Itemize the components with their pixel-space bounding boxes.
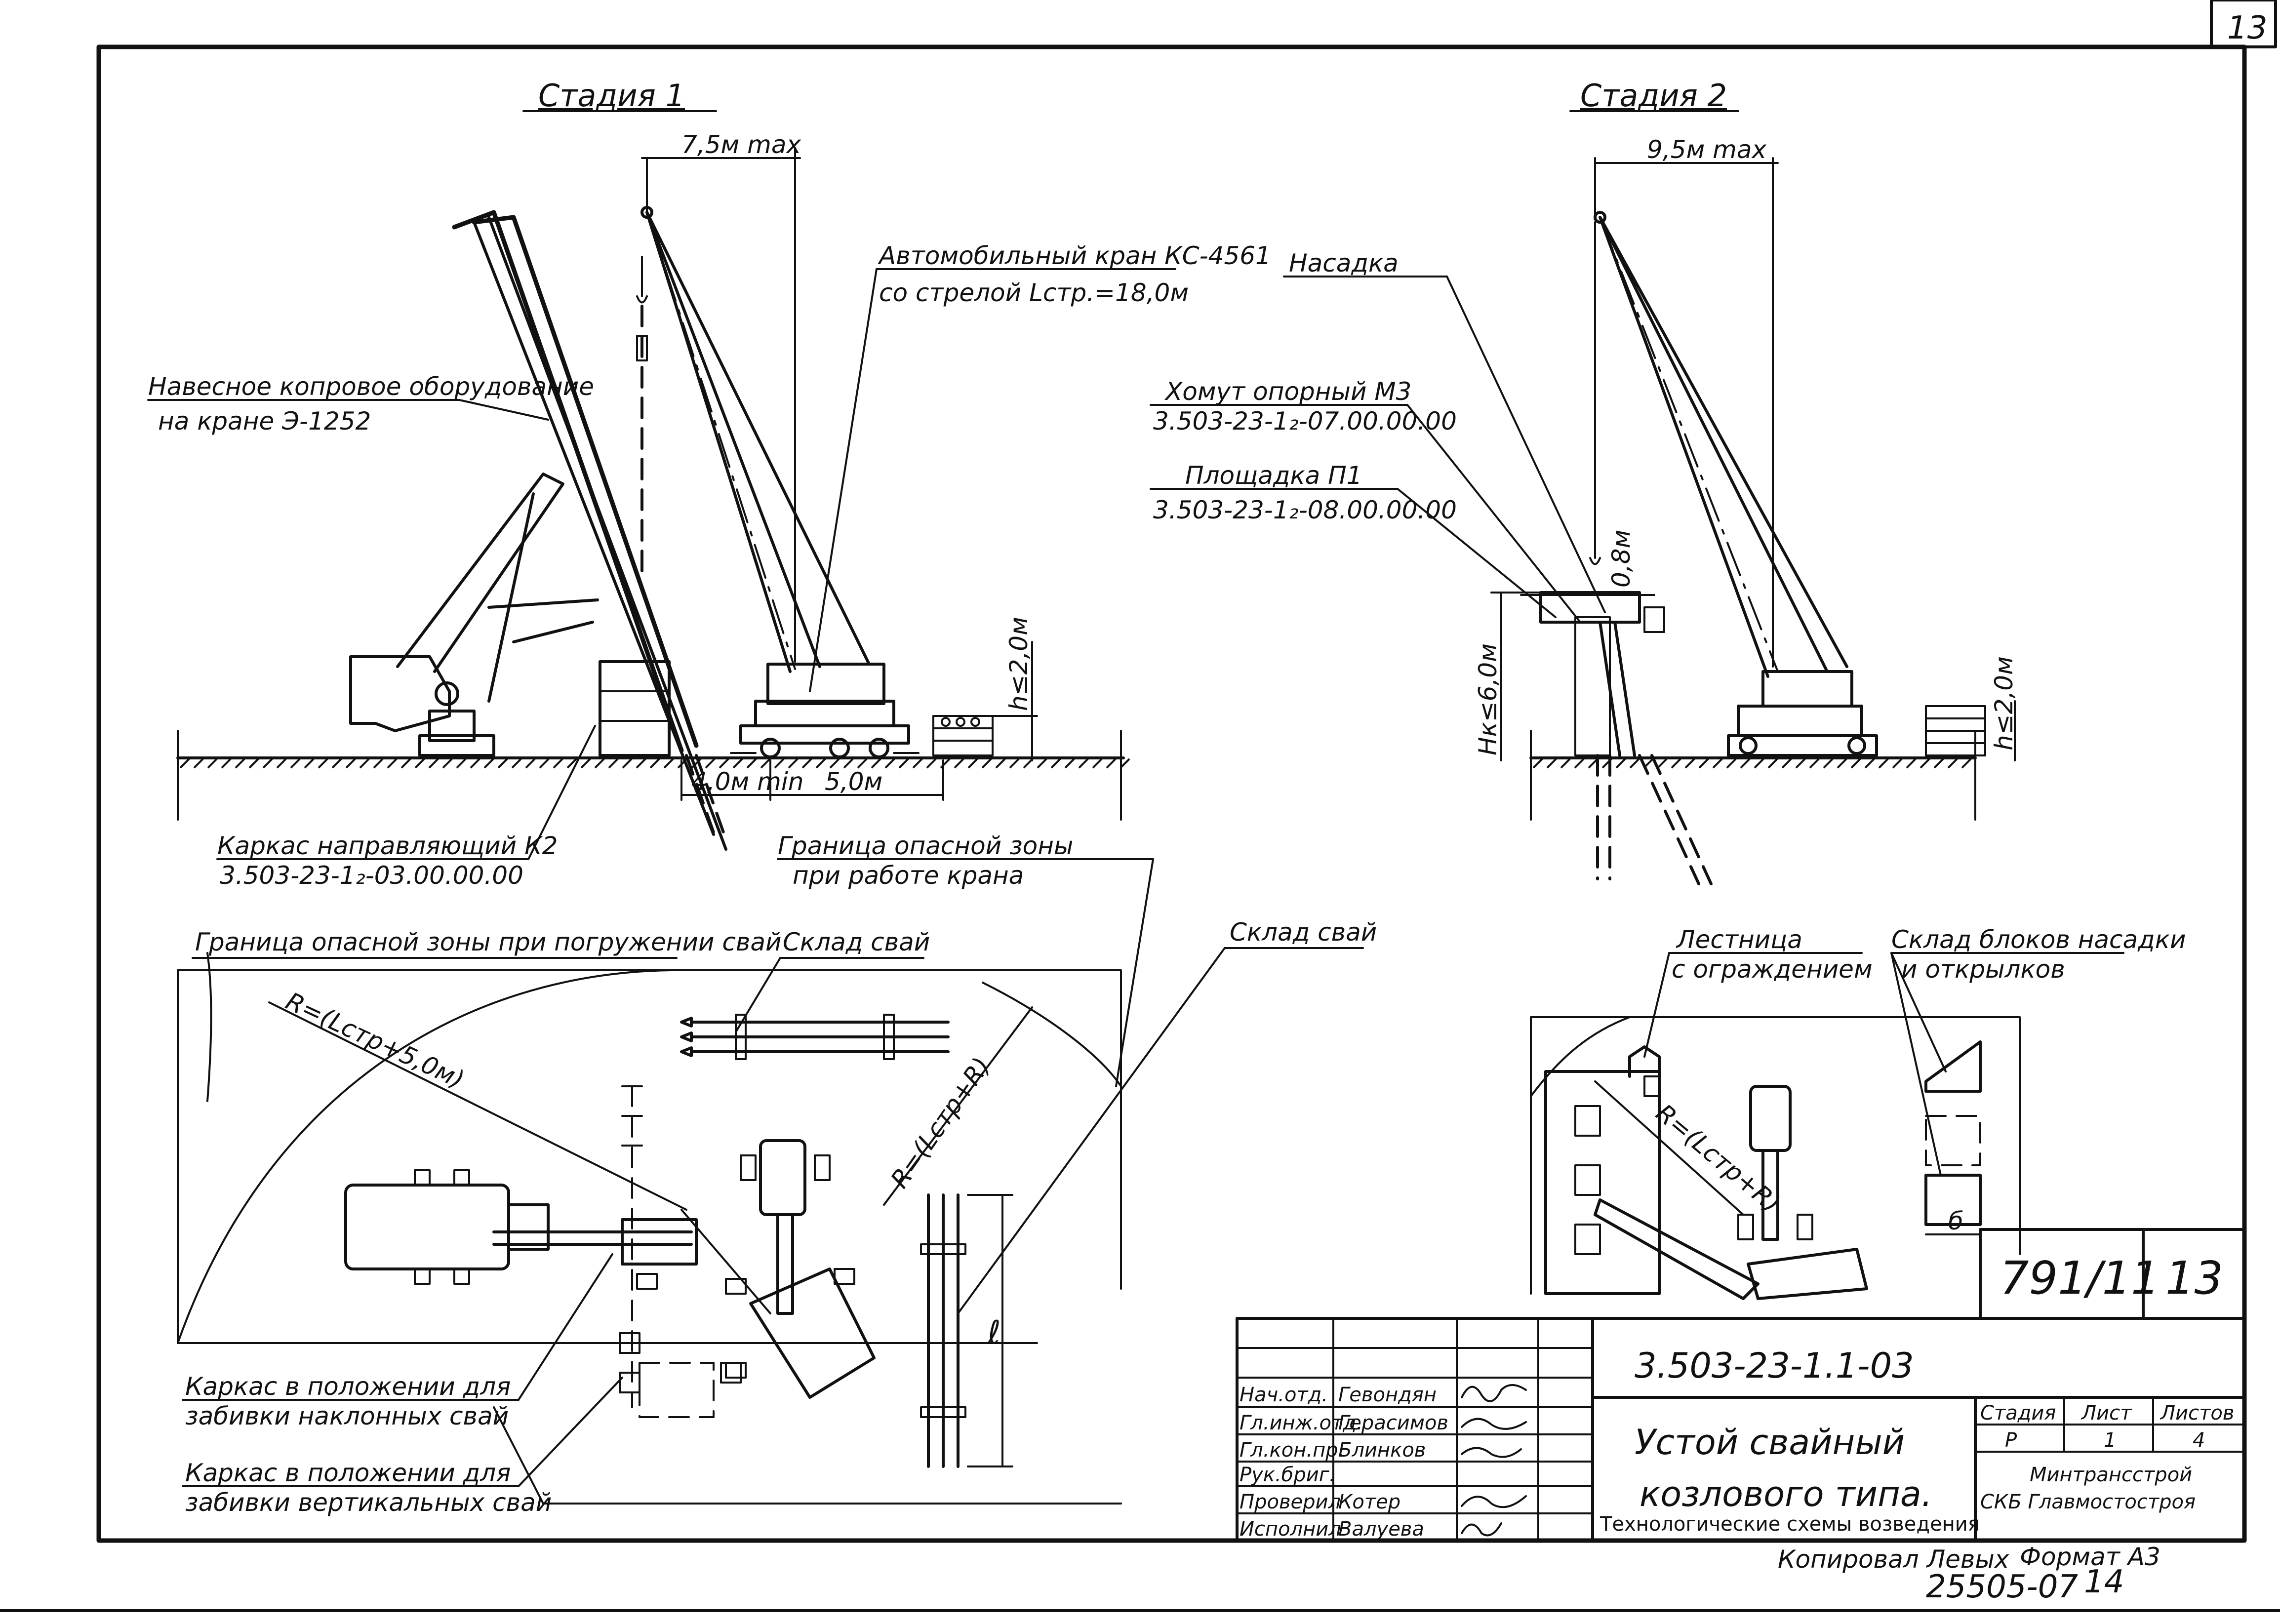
plan1-l-dim: ℓ (987, 1314, 1000, 1351)
stage1-h-dim: h≤2,0м (1004, 617, 1033, 711)
danger-crane-label-line2: при работе крана (793, 861, 1024, 890)
archive-sheet: 14 (2084, 1564, 2124, 1600)
storage-label-line1: Склад блоков насадки (1891, 925, 2186, 954)
stage1-title: Стадия 1 (538, 78, 685, 114)
format-note: Формат А3 (2020, 1543, 2160, 1571)
sheets-header: Листов (2160, 1402, 2234, 1425)
frame-inclined-label-line1: Каркас в положении для (185, 1372, 511, 1401)
ladder-label-line1: Лестница (1676, 925, 1802, 954)
storage-label-line2: и открылков (1901, 955, 2065, 984)
clamp-label-line2: 3.503-23-1₂-07.00.00.00 (1153, 407, 1457, 436)
platform-label-line2: 3.503-23-1₂-08.00.00.00 (1153, 496, 1457, 524)
stage1-elevation: Стадия 1 (147, 78, 1271, 1087)
platform-label-line1: Площадка П1 (1185, 461, 1362, 490)
doc-subtitle: Технологические схемы возведения (1600, 1513, 1980, 1536)
plan2-b-dim: б (1948, 1207, 1963, 1235)
crane-label-line2: со стрелой Lстр.=18,0м (879, 278, 1189, 307)
plan2-radius: R=(Lстр+R) (1650, 1099, 1786, 1219)
ground-hatch-stage2 (1532, 758, 1972, 769)
doc-title-line1: Устой свайный (1635, 1422, 1905, 1463)
stage2-h-dim: h≤2,0м (1990, 656, 2018, 751)
name-5: Валуева (1338, 1518, 1424, 1541)
frame-vertical-label-line1: Каркас в положении для (185, 1459, 511, 1487)
stage-value: Р (2005, 1429, 2017, 1452)
frame-inclined-label-line2: забивки наклонных свай (185, 1402, 509, 1430)
pile-driver-label-line2: на кране Э-1252 (158, 407, 371, 436)
stage2-elevation: Стадия 2 9,5м max Hк≤6,0м 0,8м (1150, 78, 2018, 885)
frame-k2-label-line1: Каркас направляющий К2 (217, 832, 558, 860)
frame-k2-label-line2: 3.503-23-1₂-03.00.00.00 (220, 861, 523, 890)
stage2-hk-dim: Hк≤6,0м (1474, 643, 1502, 755)
sheet-number-box (2210, 0, 2277, 48)
role-2: Гл.кон.пр. (1240, 1439, 1344, 1462)
doc-title-line2: козлового типа. (1640, 1474, 1932, 1514)
name-1: Герасимов (1338, 1412, 1448, 1434)
name-4: Котер (1338, 1491, 1400, 1513)
stage1-min-dim: 4,0м min (691, 767, 803, 796)
code-box-value: 791/11 (2000, 1252, 2160, 1305)
role-5: Исполнил (1240, 1518, 1341, 1541)
stage-header: Стадия (1980, 1402, 2056, 1425)
archive-number: 25505-07 (1926, 1569, 2078, 1605)
title-block: 791/11 13 Нач.отд. Гевондян Гл.инж.отд. … (1236, 1228, 2246, 1542)
stage2-reach-dim: 9,5м max (1647, 135, 1766, 164)
stage1-5m-dim: 5,0м (825, 767, 882, 796)
ground-hatch-stage1 (179, 758, 1130, 769)
org-line2: СКБ Главмостостроя (1980, 1491, 2196, 1513)
frame-vertical-label-line2: забивки вертикальных свай (185, 1488, 552, 1517)
stage1-reach-dim: 7,5м max (681, 130, 801, 159)
copied-by: Копировал Левых (1778, 1545, 2009, 1574)
crane-label-line1: Автомобильный кран КС-4561 (878, 241, 1271, 270)
role-4: Проверил (1240, 1491, 1341, 1513)
ladder-label-line2: с ограждением (1672, 955, 1873, 984)
stage1-plan: ℓ R=(Lстр+R) R=(Lстр+5,0м) Граница опасн… (177, 918, 1377, 1517)
stage2-title: Стадия 2 (1580, 78, 1727, 114)
sheet-number: 13 (2227, 10, 2267, 46)
role-3: Рук.бриг. (1240, 1464, 1335, 1486)
role-1: Гл.инж.отд. (1240, 1412, 1363, 1434)
code-box-sheet: 13 (2165, 1252, 2223, 1305)
plan1-radius-2: R=(Lстр+R) (885, 1052, 996, 1193)
name-0: Гевондян (1338, 1384, 1437, 1406)
clamp-label-line1: Хомут опорный М3 (1164, 377, 1411, 406)
stage2-08-dim: 0,8м (1607, 530, 1636, 588)
plan1-radius-1: R=(Lстр+5,0м) (281, 987, 469, 1094)
drawing-frame (96, 44, 2247, 1543)
pile-driver-label-line1: Навесное копровое оборудование (148, 372, 594, 401)
cap-label: Насадка (1289, 249, 1399, 277)
stage2-plan: R=(Lстр+R) б Лестница с ограждением Скла… (1530, 925, 2186, 1300)
pile-storage-label-2: Склад свай (1230, 918, 1377, 947)
sheet-header: Лист (2080, 1402, 2132, 1425)
sheet-value: 1 (2104, 1429, 2116, 1452)
danger-crane-label-line1: Граница опасной зоны (778, 832, 1073, 860)
name-2: Блинков (1338, 1439, 1426, 1462)
role-0: Нач.отд. (1240, 1384, 1328, 1406)
danger-piles-label: Граница опасной зоны при погружении свай (195, 928, 781, 956)
org-line1: Минтрансстрой (2030, 1464, 2192, 1486)
sheets-value: 4 (2193, 1429, 2205, 1452)
pile-storage-label-1: Склад свай (783, 928, 930, 956)
doc-code: 3.503-23-1.1-03 (1635, 1346, 1914, 1386)
